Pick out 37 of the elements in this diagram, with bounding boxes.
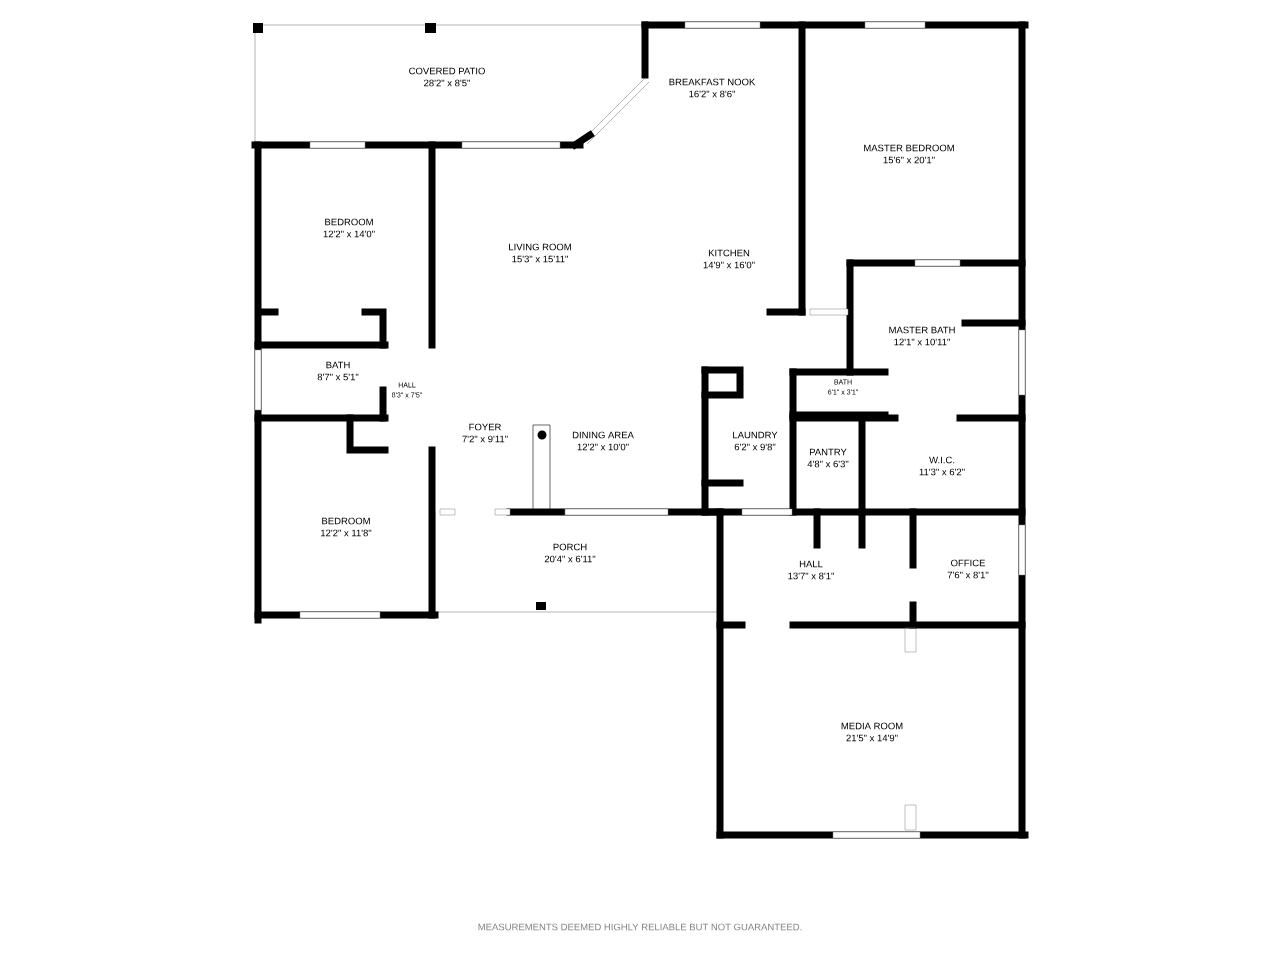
room-dimensions: 20'4" x 6'11" <box>544 555 596 563</box>
room-dimensions: 15'3" x 15'11" <box>512 255 568 263</box>
room-name: BEDROOM <box>325 218 373 226</box>
room-dimensions: 7'6" x 8'1" <box>947 571 989 579</box>
caption: MEASUREMENTS DEEMED HIGHLY RELIABLE BUT NOT GUARANTEED. <box>478 923 802 931</box>
room-dimensions: 12'2" x 10'0" <box>577 443 629 451</box>
room-dimensions: 21'5" x 14'9" <box>846 734 898 742</box>
room-name: COVERED PATIO <box>409 67 485 75</box>
room-name: PANTRY <box>809 448 847 456</box>
room-name: FOYER <box>469 423 501 431</box>
room-name: W.I.C. <box>929 456 955 464</box>
room-name: MASTER BEDROOM <box>864 144 954 152</box>
room-dimensions: 28'2" x 8'5" <box>424 79 470 87</box>
room-name: MASTER BATH <box>889 326 955 334</box>
room-dimensions: 7'2" x 9'11" <box>462 435 508 443</box>
room-dimensions: 16'2" x 8'6" <box>689 90 735 98</box>
room-name: LIVING ROOM <box>509 243 571 251</box>
room-dimensions: 12'2" x 14'0" <box>323 230 375 238</box>
room-name: OFFICE <box>951 559 985 567</box>
room-dimensions: 12'2" x 11'8" <box>321 529 372 537</box>
room-name: LAUNDRY <box>733 431 778 439</box>
room-dimensions: 12'1" x 10'11" <box>894 338 950 346</box>
room-name: BREAKFAST NOOK <box>669 78 756 86</box>
room-dimensions: 6'2" x 9'8" <box>734 443 776 451</box>
room-dimensions: 14'9" x 16'0" <box>703 261 755 269</box>
room-name: HALL <box>799 560 823 568</box>
room-name: KITCHEN <box>708 249 750 257</box>
room-name: DINING AREA <box>572 431 634 439</box>
room-dimensions: 8'7" x 5'1" <box>317 373 359 381</box>
room-dimensions: 4'8" x 6'3" <box>807 460 849 468</box>
room-dimensions: 13'7" x 8'1" <box>788 572 834 580</box>
room-dimensions: 15'6" x 20'1" <box>883 156 935 164</box>
room-name: BEDROOM <box>322 517 370 525</box>
room-dimensions: 11'3" x 6'2" <box>919 468 965 476</box>
room-name: PORCH <box>553 543 587 551</box>
room-name: BATH <box>326 361 350 369</box>
room-name: MEDIA ROOM <box>841 722 903 730</box>
